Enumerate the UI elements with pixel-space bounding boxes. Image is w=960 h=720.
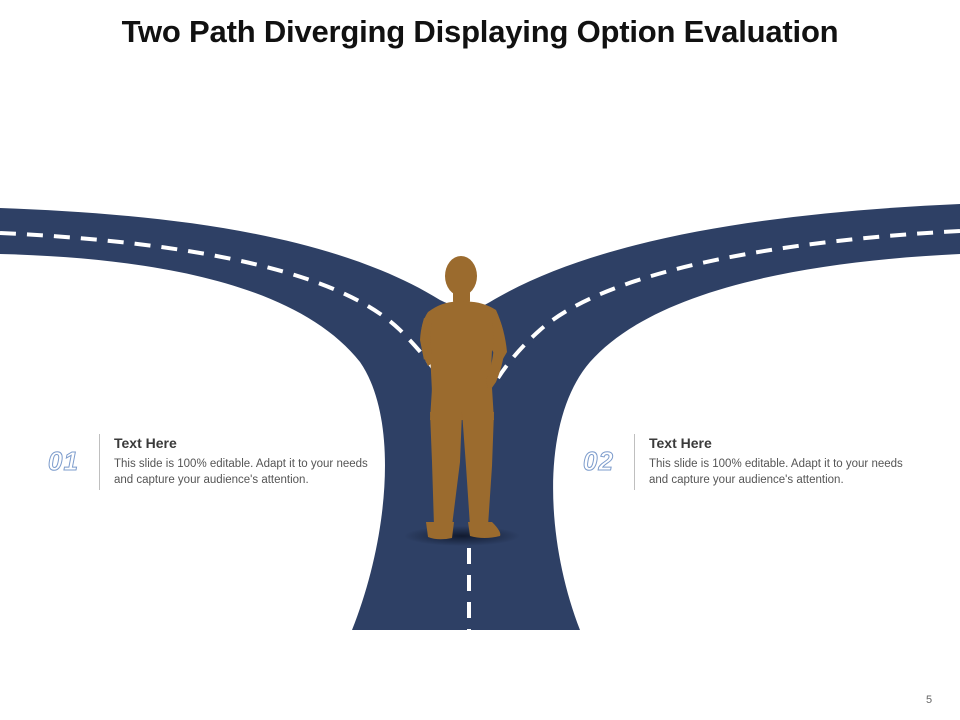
option-2: 02 Text Here This slide is 100% editable… — [583, 432, 903, 502]
option-number: 01 — [48, 446, 79, 477]
option-body: This slide is 100% editable. Adapt it to… — [649, 458, 903, 486]
option-heading: Text Here — [649, 435, 712, 451]
option-number: 02 — [583, 446, 614, 477]
option-divider — [99, 434, 100, 490]
page-number: 5 — [926, 694, 933, 706]
option-1: 01 Text Here This slide is 100% editable… — [48, 432, 368, 502]
slide-title: Two Path Diverging Displaying Option Eva… — [121, 14, 839, 49]
person-icon — [420, 256, 507, 540]
option-heading: Text Here — [114, 435, 177, 451]
road-marking-left — [0, 231, 442, 380]
road-marking-right — [496, 229, 960, 380]
option-divider — [634, 434, 635, 490]
person-shadow — [404, 526, 520, 546]
option-body: This slide is 100% editable. Adapt it to… — [114, 458, 368, 486]
